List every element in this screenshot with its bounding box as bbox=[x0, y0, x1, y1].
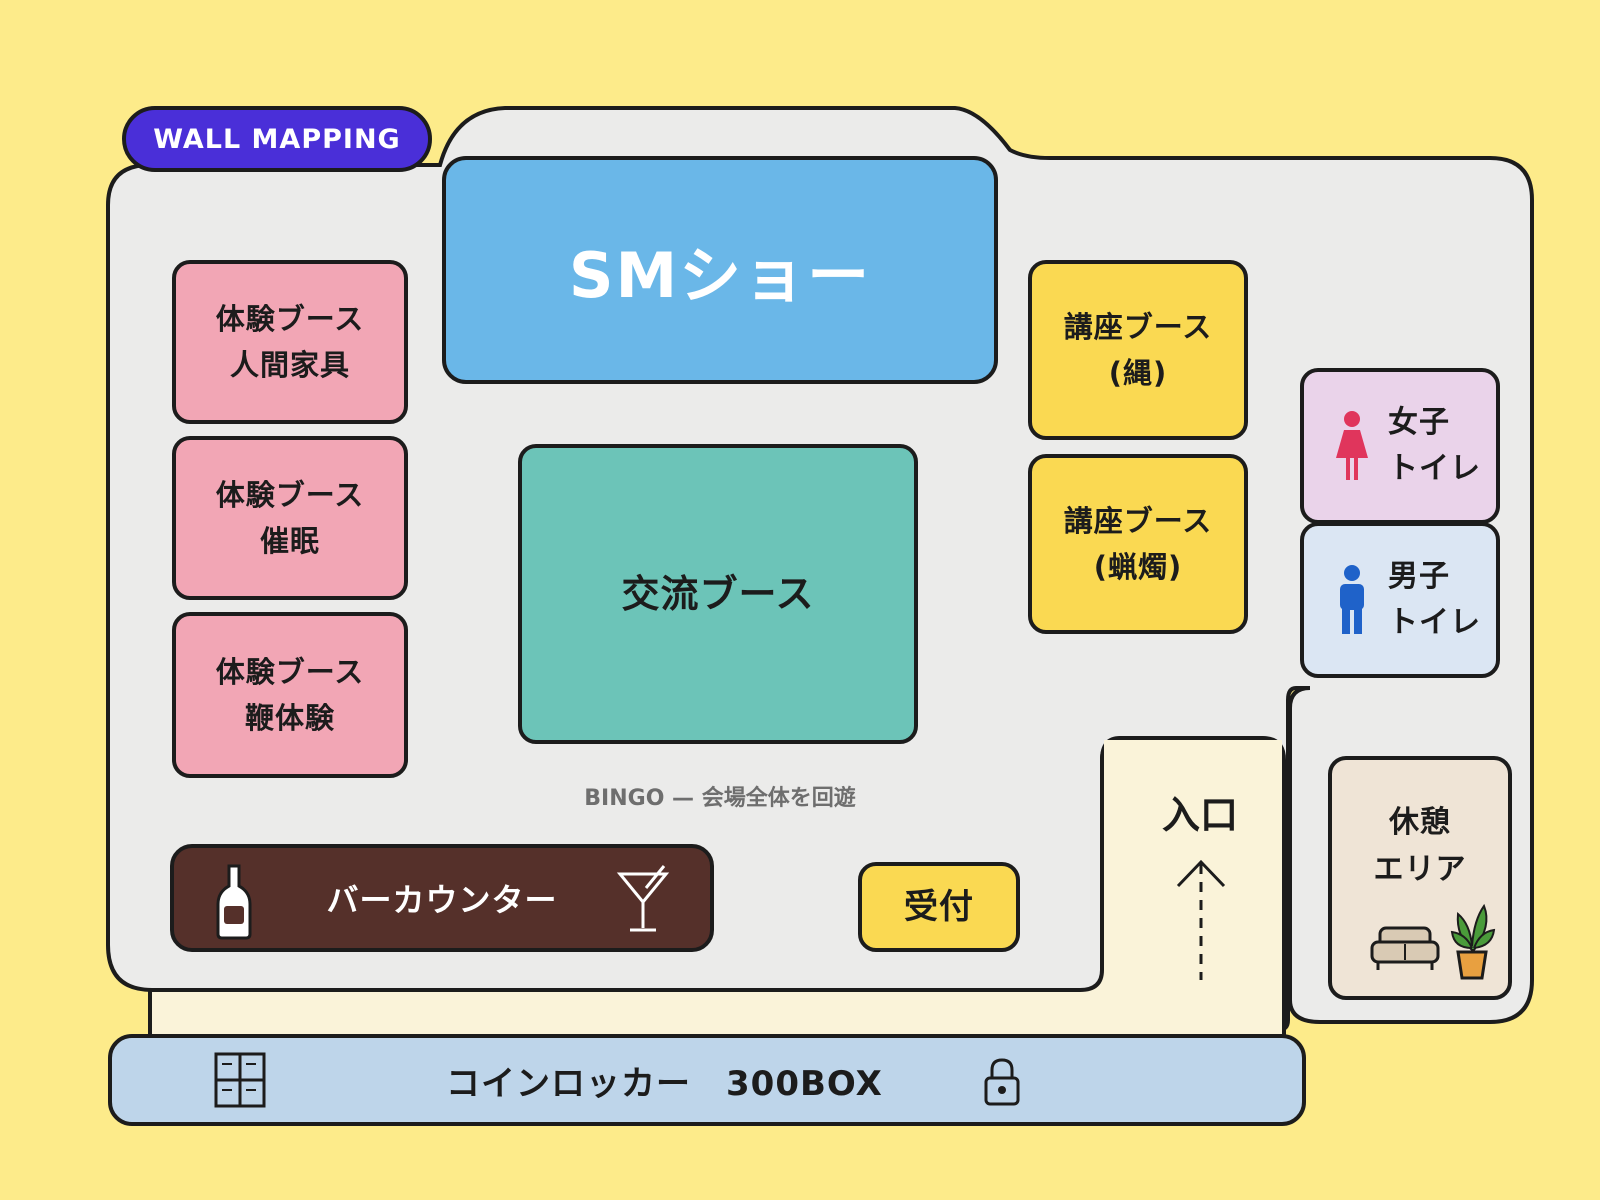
booth-experience-hypnosis[interactable]: 体験ブース 催眠 bbox=[172, 436, 408, 600]
booth-lecture-rope[interactable]: 講座ブース (縄) bbox=[1028, 260, 1248, 440]
booth-label-line-1: 講座ブース bbox=[1063, 503, 1213, 538]
bar-counter[interactable]: バーカウンター bbox=[170, 844, 714, 952]
rest-area-line-2: エリア bbox=[1373, 851, 1467, 887]
rest-area[interactable]: 休憩 エリア bbox=[1328, 756, 1512, 1000]
men-toilet-line-1: 男子 bbox=[1388, 558, 1450, 594]
booth-experience-whip[interactable]: 体験ブース 鞭体験 bbox=[172, 612, 408, 778]
men-toilet-text: 男子 トイレ bbox=[1388, 554, 1481, 647]
booth-label-line-2: 人間家具 bbox=[229, 348, 350, 382]
cocktail-glass-icon bbox=[616, 865, 670, 932]
coin-locker-label: コインロッカー 300BOX bbox=[446, 1063, 883, 1104]
coin-locker[interactable]: コインロッカー 300BOX bbox=[108, 1034, 1306, 1126]
booth-label-line-1: 体験ブース bbox=[215, 477, 365, 512]
bingo-note: BINGO — 会場全体を回遊 bbox=[584, 786, 856, 811]
sofa-icon bbox=[1370, 926, 1440, 970]
men-toilet-line-2: トイレ bbox=[1388, 605, 1481, 640]
booth-label-line-2: 鞭体験 bbox=[244, 701, 335, 735]
booth-label-line-1: 体験ブース bbox=[215, 301, 365, 336]
entrance-label: 入口 bbox=[1161, 793, 1238, 837]
women-toilet-text: 女子 トイレ bbox=[1388, 400, 1481, 493]
bottle-icon bbox=[216, 864, 252, 940]
booth-experience-human-furniture[interactable]: 体験ブース 人間家具 bbox=[172, 260, 408, 424]
booth-label-line-2: (蝋燭) bbox=[1093, 550, 1183, 584]
exchange-booth[interactable]: 交流ブース bbox=[518, 444, 918, 744]
reception-desk[interactable]: 受付 bbox=[858, 862, 1020, 952]
entrance-fill bbox=[1104, 740, 1282, 1038]
exchange-label: 交流ブース bbox=[621, 571, 815, 616]
booth-label-line-1: 講座ブース bbox=[1063, 309, 1213, 344]
title-badge: WALL MAPPING bbox=[122, 106, 432, 172]
plant-icon bbox=[1450, 903, 1496, 980]
booth-label-line-2: (縄) bbox=[1108, 356, 1168, 390]
reception-label: 受付 bbox=[904, 886, 974, 927]
booth-label-line-1: 体験ブース bbox=[215, 654, 365, 689]
sm-show-stage[interactable]: SMショー bbox=[442, 156, 998, 384]
booth-lecture-candle[interactable]: 講座ブース (蝋燭) bbox=[1028, 454, 1248, 634]
locker-grid-icon bbox=[214, 1052, 266, 1108]
women-toilet-line-2: トイレ bbox=[1388, 451, 1481, 486]
men-toilet[interactable]: 男子 トイレ bbox=[1300, 522, 1500, 678]
bar-counter-label: バーカウンター bbox=[326, 881, 558, 919]
man-icon bbox=[1340, 565, 1364, 634]
woman-icon bbox=[1336, 411, 1368, 480]
up-arrow-icon bbox=[1176, 859, 1226, 980]
padlock-icon bbox=[984, 1058, 1020, 1106]
women-toilet-line-1: 女子 bbox=[1388, 404, 1450, 440]
rest-area-line-1: 休憩 bbox=[1389, 805, 1451, 840]
booth-label-line-2: 催眠 bbox=[259, 524, 320, 558]
women-toilet[interactable]: 女子 トイレ bbox=[1300, 368, 1500, 524]
